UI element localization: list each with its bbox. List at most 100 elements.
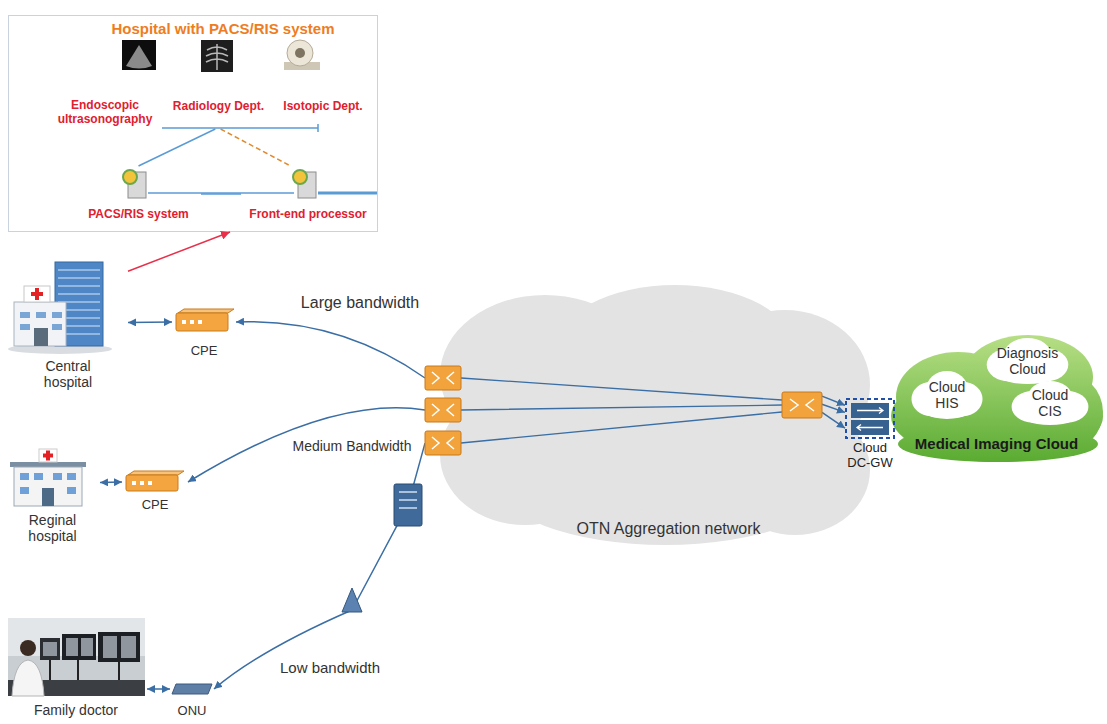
- hospital-node: Reginal hospital: [5, 448, 100, 544]
- department-node: Isotopic Dept.: [273, 39, 373, 129]
- otn-device: [782, 392, 822, 418]
- server-badge: [293, 170, 307, 184]
- hospital-sign: [39, 449, 57, 462]
- fiber-link: [236, 322, 425, 378]
- gateway-symbol: [857, 408, 883, 431]
- gateway-frame: [846, 399, 894, 438]
- trunk-link: [822, 404, 845, 412]
- otn-symbol: [432, 372, 454, 384]
- doctor-node: Family doctor: [5, 616, 147, 718]
- inset-link: [201, 193, 241, 195]
- inset-link: [221, 129, 291, 166]
- device-label: Cloud DC-GW: [845, 440, 895, 470]
- device-label: ONU: [178, 703, 207, 718]
- access-link: [128, 321, 172, 323]
- hospital-node: Central hospital: [8, 255, 128, 390]
- bandwidth-label: Large bandwidth: [298, 294, 422, 312]
- fiber-link: [188, 408, 425, 482]
- cpe-top: [128, 471, 184, 475]
- department-node: Radiology Dept.: [166, 39, 271, 129]
- building-wing: [14, 302, 66, 346]
- aggregation-cloud: OTN Aggregation network: [425, 280, 822, 550]
- server-label: PACS/RIS system: [88, 207, 188, 221]
- photo-background: [8, 618, 145, 696]
- onu-device: [172, 684, 212, 694]
- cloud-shape: [425, 280, 822, 550]
- uplink-wire: [318, 192, 378, 195]
- cloud-heading: Medical Imaging Cloud: [915, 435, 1078, 452]
- xray-image: [201, 40, 233, 72]
- imaging-cloud: Medical Imaging Cloud Diagnosis CloudClou…: [888, 332, 1105, 462]
- building-body: [14, 467, 82, 506]
- cpe-node: CPE: [122, 470, 188, 512]
- access-link: [147, 688, 170, 690]
- olt-slots: [399, 492, 417, 508]
- department-label: Endoscopic ultrasonography: [49, 98, 161, 126]
- scanner-ring: [287, 40, 313, 66]
- fiber-link: [214, 443, 425, 689]
- otn-device: [425, 431, 461, 455]
- device-label: CPE: [191, 343, 218, 358]
- service-label: Cloud CIS: [1028, 387, 1072, 419]
- server-label: Front-end processor: [249, 207, 366, 221]
- inset-link: [139, 129, 216, 166]
- cpe-device: [126, 475, 178, 491]
- cpe-ports: [132, 481, 152, 485]
- server-link: [148, 192, 294, 194]
- device-label: CPE: [142, 497, 169, 512]
- scanner-bore: [295, 48, 305, 58]
- department-label: Isotopic Dept.: [283, 99, 362, 113]
- cpe-top: [178, 309, 234, 313]
- otn-symbol: [432, 437, 454, 449]
- inset-panel: Hospital with PACS/RIS systemEndoscopic …: [8, 15, 378, 232]
- doctor-figure: [12, 660, 44, 696]
- access-link: [100, 481, 122, 483]
- server-node: Front-end processor: [241, 166, 375, 223]
- service-label: Diagnosis Cloud: [995, 345, 1061, 377]
- cloud-label: OTN Aggregation network: [576, 520, 760, 538]
- ultrasound-fan: [126, 45, 152, 69]
- doctor-head: [20, 640, 36, 656]
- red-cross: [43, 451, 53, 461]
- otn-device: [425, 366, 461, 390]
- cpe-device: [176, 313, 228, 331]
- otn-symbol: [790, 399, 814, 411]
- site-label: Family doctor: [34, 702, 118, 718]
- callout-arrow: [128, 232, 230, 271]
- otn-trunk: [461, 378, 782, 443]
- cpe-node: CPE: [172, 310, 236, 358]
- hospital-sign: [24, 286, 50, 302]
- splitter-icon: [342, 588, 362, 612]
- xray-ribs: [206, 44, 228, 70]
- bandwidth-label: Low bandwidth: [277, 659, 383, 676]
- cpe-ports: [182, 320, 202, 324]
- red-cross: [31, 288, 43, 300]
- service-cloud: Cloud HIS: [910, 370, 984, 420]
- service-cloud: Cloud CIS: [1010, 380, 1090, 426]
- building-door: [42, 488, 54, 506]
- site-label: Reginal hospital: [21, 512, 85, 544]
- service-cloud: Diagnosis Cloud: [985, 337, 1070, 385]
- cloud-lobe: [898, 426, 1098, 462]
- department-label: Radiology Dept.: [173, 99, 264, 113]
- server-node: PACS/RIS system: [76, 166, 201, 223]
- department-node: Endoscopic ultrasonography: [49, 39, 161, 129]
- olt-device: [394, 484, 422, 526]
- site-label: Central hospital: [36, 358, 100, 390]
- building-windows: [20, 312, 62, 330]
- bandwidth-label: Medium Bandwidth: [289, 438, 414, 454]
- monitor-stands: [50, 660, 119, 680]
- ultrasound-image: [122, 40, 156, 70]
- otn-device: [425, 398, 461, 422]
- trunk-link: [822, 412, 845, 428]
- onu-node: ONU: [170, 680, 214, 718]
- server-badge: [123, 170, 137, 184]
- cloud-lobe: [891, 370, 1103, 462]
- service-label: Cloud HIS: [925, 379, 969, 411]
- monitor-images: [43, 636, 136, 658]
- building-door: [34, 328, 48, 346]
- panel-heading: Hospital with PACS/RIS system: [111, 20, 334, 37]
